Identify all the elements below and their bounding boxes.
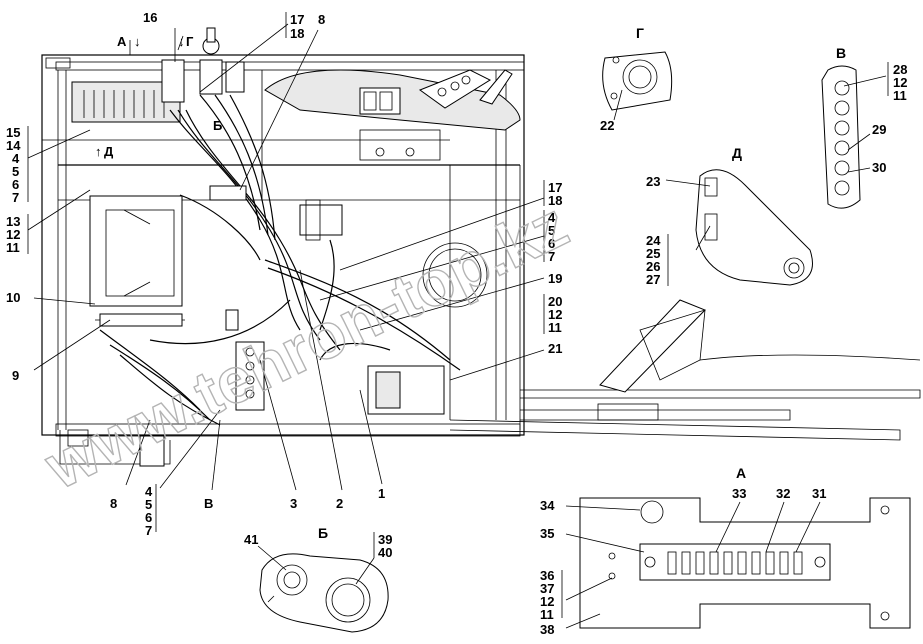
label-14: 14 bbox=[6, 138, 21, 153]
label-8-top: 8 bbox=[318, 12, 325, 27]
label-41: 41 bbox=[244, 532, 258, 547]
label-38: 38 bbox=[540, 622, 554, 637]
label-32: 32 bbox=[776, 486, 790, 501]
label-24: 24 bbox=[646, 233, 661, 248]
label-11-a: 11 bbox=[540, 607, 554, 622]
view-d-title: Д bbox=[732, 145, 742, 161]
label-13: 13 bbox=[6, 214, 20, 229]
label-11-right: 11 bbox=[548, 320, 562, 335]
label-18-top: 18 bbox=[290, 26, 304, 41]
label-4-left: 4 bbox=[12, 151, 20, 166]
label-22: 22 bbox=[600, 118, 614, 133]
label-11-v: 11 bbox=[893, 88, 907, 103]
label-31: 31 bbox=[812, 486, 826, 501]
label-17-top: 17 bbox=[290, 12, 304, 27]
label-1: 1 bbox=[378, 486, 385, 501]
label-3: 3 bbox=[290, 496, 297, 511]
label-8-bottom: 8 bbox=[110, 496, 117, 511]
view-mark-b: Б bbox=[213, 118, 222, 133]
main-assembly bbox=[41, 27, 921, 467]
view-arrow-g: Г bbox=[186, 34, 194, 49]
svg-text:↑: ↑ bbox=[95, 144, 102, 159]
label-40: 40 bbox=[378, 545, 392, 560]
view-d-detail: Д 23 24 25 26 27 bbox=[646, 145, 813, 287]
label-18-right: 18 bbox=[548, 193, 562, 208]
label-2: 2 bbox=[336, 496, 343, 511]
label-4-right: 4 bbox=[548, 210, 556, 225]
label-12-right: 12 bbox=[548, 307, 562, 322]
label-15: 15 bbox=[6, 125, 20, 140]
label-33: 33 bbox=[732, 486, 746, 501]
label-12-left: 12 bbox=[6, 227, 20, 242]
view-v-detail: В 28 12 11 29 30 bbox=[821, 45, 907, 209]
label-16: 16 bbox=[143, 10, 157, 25]
label-5-left: 5 bbox=[12, 164, 19, 179]
label-29: 29 bbox=[872, 122, 886, 137]
svg-text:↓: ↓ bbox=[178, 34, 185, 49]
label-21: 21 bbox=[548, 341, 562, 356]
label-26: 26 bbox=[646, 259, 660, 274]
label-11-left: 11 bbox=[6, 240, 20, 255]
view-v-title: В bbox=[836, 45, 846, 61]
label-7-left: 7 bbox=[12, 190, 19, 205]
view-a-title: А bbox=[736, 465, 746, 481]
label-10: 10 bbox=[6, 290, 20, 305]
label-4-bottom: 4 bbox=[145, 484, 153, 499]
label-34: 34 bbox=[540, 498, 555, 513]
label-12-a: 12 bbox=[540, 594, 554, 609]
label-5-right: 5 bbox=[548, 223, 555, 238]
label-17-right: 17 bbox=[548, 180, 562, 195]
view-g-title: Г bbox=[636, 25, 644, 41]
view-mark-v: В bbox=[204, 496, 213, 511]
view-arrow-d: Д bbox=[104, 144, 114, 159]
label-6-left: 6 bbox=[12, 177, 19, 192]
label-19: 19 bbox=[548, 271, 562, 286]
label-27: 27 bbox=[646, 272, 660, 287]
label-9: 9 bbox=[12, 368, 19, 383]
view-b-detail: Б 41 39 40 bbox=[244, 525, 392, 633]
label-23: 23 bbox=[646, 174, 660, 189]
view-a-detail: А 34 35 36 37 12 11 38 33 32 31 bbox=[540, 465, 911, 637]
svg-text:↓: ↓ bbox=[134, 34, 141, 49]
view-arrow-a: А bbox=[117, 34, 127, 49]
label-7-bottom: 7 bbox=[145, 523, 152, 538]
label-37: 37 bbox=[540, 581, 554, 596]
label-12-v: 12 bbox=[893, 75, 907, 90]
label-30: 30 bbox=[872, 160, 886, 175]
label-36: 36 bbox=[540, 568, 554, 583]
label-35: 35 bbox=[540, 526, 554, 541]
leader-lines bbox=[27, 23, 545, 491]
label-25: 25 bbox=[646, 246, 660, 261]
label-28: 28 bbox=[893, 62, 907, 77]
label-7-right: 7 bbox=[548, 249, 555, 264]
label-6-bottom: 6 bbox=[145, 510, 152, 525]
label-20: 20 bbox=[548, 294, 562, 309]
view-g-detail: Г 22 bbox=[600, 25, 673, 133]
label-6-right: 6 bbox=[548, 236, 555, 251]
label-5-bottom: 5 bbox=[145, 497, 152, 512]
view-b-title: Б bbox=[318, 525, 328, 541]
label-39: 39 bbox=[378, 532, 392, 547]
